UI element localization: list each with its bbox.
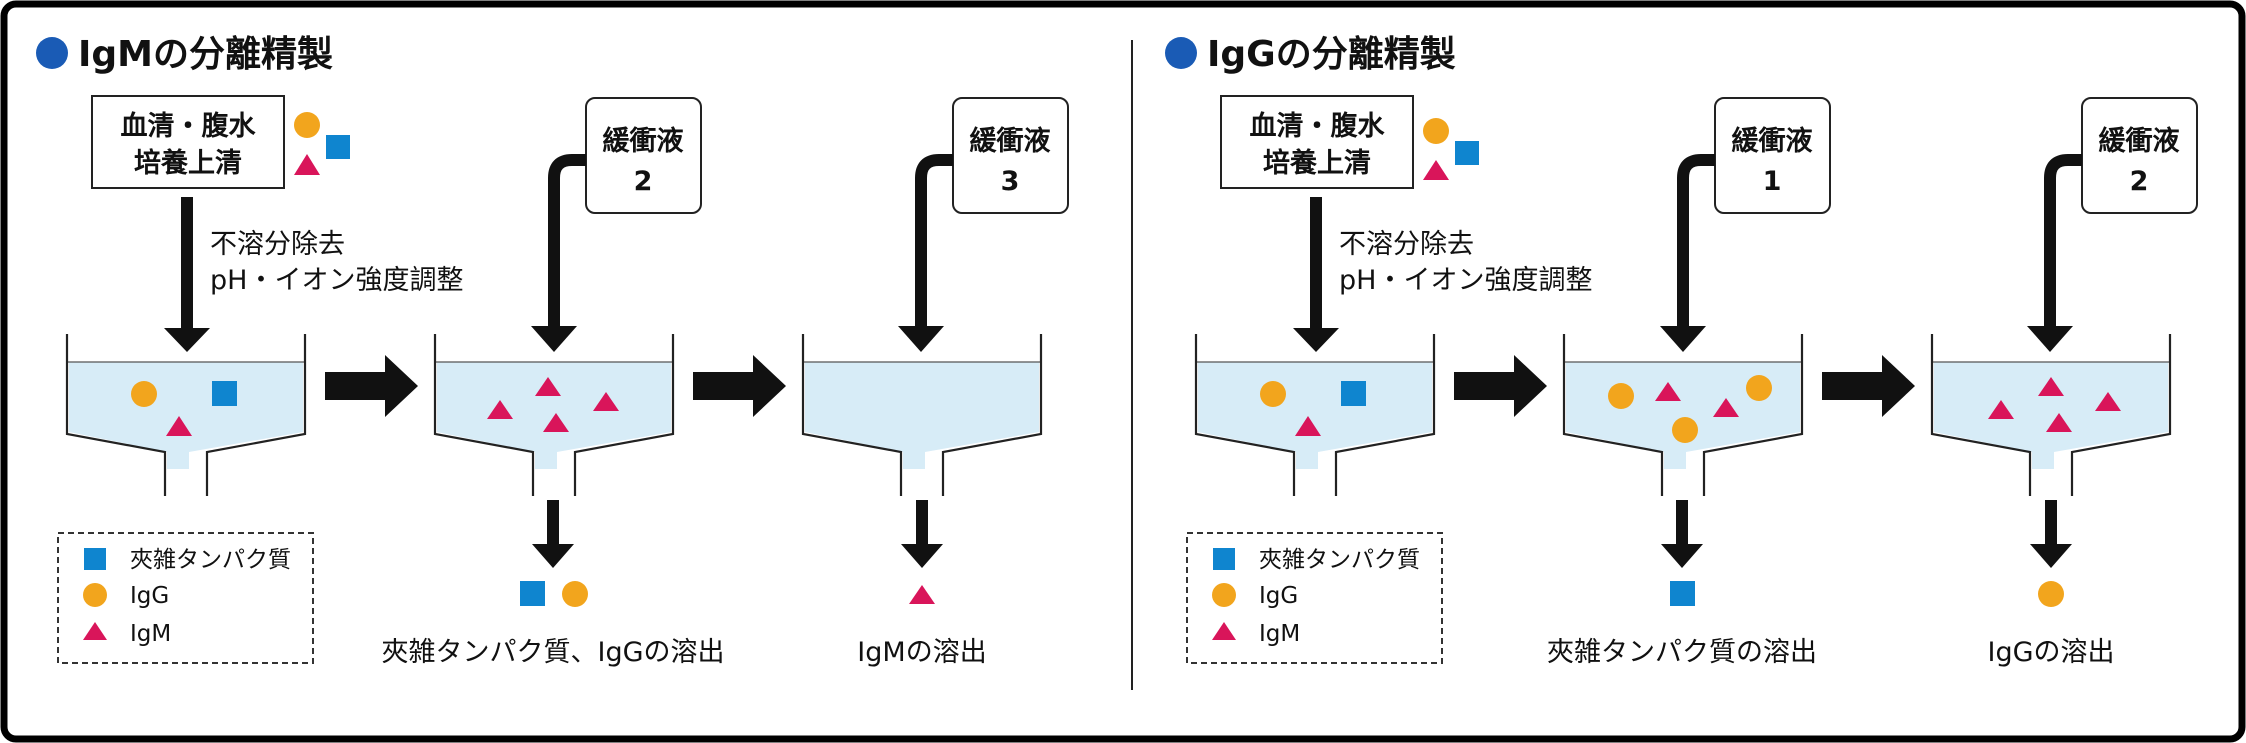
buffer-feed-arrow: [548, 154, 586, 328]
igm-particle: [166, 416, 192, 436]
contaminant-output-icon: [520, 581, 545, 606]
legend: 夾雑タンパク質 IgG IgM: [57, 532, 314, 664]
arrow-right-icon: [1454, 355, 1547, 417]
legend-label: 夾雑タンパク質: [130, 547, 291, 573]
igg-output-icon: [562, 581, 588, 607]
title-bullet-icon: [36, 37, 68, 69]
panel-igg: IgGの分離精製 血清・腹水 培養上清 不溶分除去 pH・イオン強度調整: [1165, 34, 2198, 668]
igm-icon: [1423, 160, 1449, 180]
igg-icon: [294, 112, 320, 138]
buffer-feed-arrow: [915, 154, 953, 328]
igg-legend-icon: [1212, 583, 1236, 607]
buffer-number: 2: [2130, 166, 2149, 197]
igm-particle: [1713, 398, 1739, 417]
legend-label: IgG: [1259, 583, 1298, 609]
process-note-2: pH・イオン強度調整: [210, 265, 463, 296]
legend-label: IgM: [130, 621, 171, 647]
buffer-number: 3: [1001, 166, 1020, 197]
igm-legend-icon: [83, 622, 107, 640]
output-caption: 夾雑タンパク質、IgGの溶出: [381, 637, 724, 668]
panel-igm: IgMの分離精製 血清・腹水 培養上清 不溶分除去 pH・イオン強度調整: [36, 34, 1069, 668]
igm-particle: [487, 400, 513, 419]
igm-particle: [1988, 400, 2014, 419]
source-label-2: 培養上清: [1263, 147, 1371, 179]
source-label-1: 血清・腹水: [1250, 111, 1386, 142]
contaminant-legend-icon: [84, 548, 106, 570]
arrow-down-icon: [1293, 197, 1339, 352]
output-caption: IgGの溶出: [1987, 637, 2114, 668]
igm-output-icon: [909, 585, 935, 604]
contaminant-output-icon: [1670, 581, 1695, 606]
process-note-2: pH・イオン強度調整: [1339, 265, 1592, 296]
igm-particle: [2095, 392, 2121, 411]
panel-title: IgGの分離精製: [1207, 34, 1456, 75]
column-2: [1562, 332, 1804, 498]
arrow-down-icon: [164, 197, 210, 352]
arrow-down-icon: [532, 500, 574, 568]
buffer-label: 緩衝液: [970, 126, 1051, 157]
igg-output-icon: [2038, 581, 2064, 607]
arrow-down-icon: [898, 326, 944, 352]
igm-particle: [593, 392, 619, 411]
legend-label: IgM: [1259, 621, 1300, 647]
arrow-right-icon: [1822, 355, 1915, 417]
igm-particle: [1655, 382, 1681, 401]
source-box: [91, 95, 285, 189]
buffer-label: 緩衝液: [1732, 126, 1813, 157]
arrow-down-icon: [1660, 326, 1706, 352]
legend-label: 夾雑タンパク質: [1259, 547, 1420, 573]
source-box: [1220, 95, 1414, 189]
arrow-down-icon: [901, 500, 943, 568]
output-caption: 夾雑タンパク質の溶出: [1547, 637, 1817, 668]
igg-particle: [1260, 381, 1286, 407]
source-label-1: 血清・腹水: [121, 111, 257, 142]
process-note-1: 不溶分除去: [210, 229, 345, 260]
column-1: [1194, 332, 1436, 498]
arrow-down-icon: [2030, 500, 2072, 568]
igg-icon: [1423, 118, 1449, 144]
igm-icon: [294, 154, 320, 175]
buffer-feed-arrow: [1677, 154, 1715, 328]
arrow-right-icon: [325, 355, 418, 417]
igg-particle: [1608, 383, 1634, 409]
buffer-number: 2: [634, 166, 653, 197]
contaminant-legend-icon: [1213, 548, 1235, 570]
panel-title: IgMの分離精製: [78, 34, 333, 75]
column-3: [1930, 332, 2172, 498]
igg-particle: [1746, 375, 1772, 401]
igm-legend-icon: [1212, 622, 1236, 640]
column-2: [433, 332, 675, 498]
contaminant-icon: [326, 135, 350, 159]
contaminant-particle: [1341, 381, 1366, 406]
column-1: [65, 332, 307, 498]
contaminant-icon: [1455, 141, 1479, 165]
igm-particle: [1295, 416, 1321, 436]
arrow-down-icon: [1661, 500, 1703, 568]
output-caption: IgMの溶出: [857, 637, 986, 668]
igm-particle: [2038, 377, 2064, 396]
arrow-down-icon: [2027, 326, 2073, 352]
igm-particle: [2046, 413, 2072, 432]
igg-particle: [1672, 417, 1698, 443]
igg-legend-icon: [83, 583, 107, 607]
buffer-feed-arrow: [2044, 154, 2082, 328]
contaminant-particle: [212, 381, 237, 406]
arrow-down-icon: [531, 326, 577, 352]
source-label-2: 培養上清: [134, 147, 242, 179]
arrow-right-icon: [693, 355, 786, 417]
buffer-label: 緩衝液: [603, 126, 684, 157]
legend-label: IgG: [130, 583, 169, 609]
igm-particle: [543, 413, 569, 432]
igg-particle: [131, 381, 157, 407]
process-note-1: 不溶分除去: [1339, 229, 1474, 260]
title-bullet-icon: [1165, 37, 1197, 69]
buffer-number: 1: [1763, 166, 1782, 197]
column-3: [801, 332, 1043, 498]
legend: 夾雑タンパク質 IgG IgM: [1186, 532, 1443, 664]
buffer-label: 緩衝液: [2099, 126, 2180, 157]
igm-particle: [535, 377, 561, 396]
